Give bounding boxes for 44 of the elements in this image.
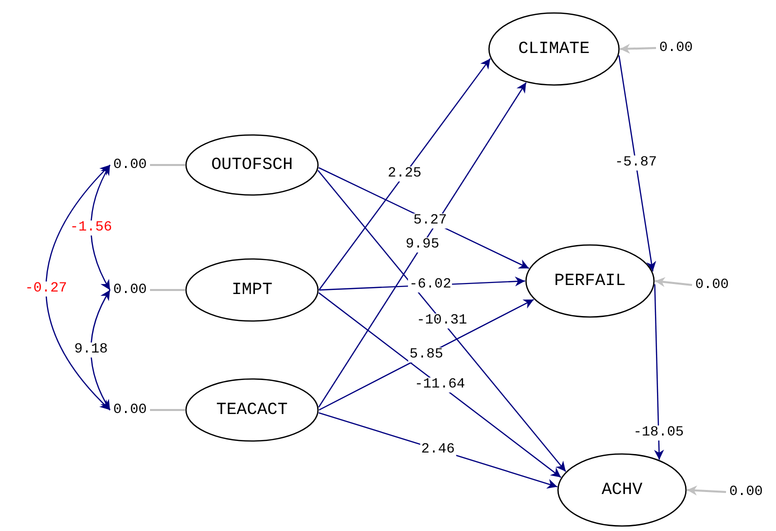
variable-name: PERFAIL <box>554 272 626 290</box>
latent-variable-ellipse <box>525 244 655 318</box>
variance-value: 0.00 <box>110 157 150 173</box>
edge-label: 9.18 <box>73 342 109 358</box>
latent-variable-ellipse <box>185 134 319 196</box>
path-arrow <box>318 58 491 290</box>
connector-line <box>150 289 185 291</box>
variance-value: 0.00 <box>656 40 696 56</box>
variance-value: 0.00 <box>110 402 150 418</box>
variance-value: 0.00 <box>692 277 732 293</box>
edge-label: -10.31 <box>416 313 468 328</box>
edge-label: -6.02 <box>408 278 452 293</box>
edge-label: -1.56 <box>69 220 113 236</box>
path-arrow <box>318 292 562 478</box>
edge-label: 5.85 <box>408 347 444 362</box>
edge-label: -0.27 <box>24 281 68 296</box>
path-arrow <box>618 55 656 272</box>
variable-name: CLIMATE <box>518 40 590 58</box>
latent-variable-ellipse <box>185 258 319 322</box>
variance-value: 0.00 <box>110 282 150 298</box>
latent-variable-ellipse <box>557 453 687 527</box>
edge-label: 9.95 <box>404 237 440 252</box>
variable-name: ACHV <box>602 480 642 500</box>
path-arrow <box>620 44 656 54</box>
latent-variable-ellipse <box>488 12 620 86</box>
path-arrow <box>318 170 566 472</box>
latent-variable-ellipse <box>185 378 319 442</box>
connector-line <box>150 164 185 166</box>
variance-value: 0.00 <box>726 484 766 500</box>
variable-name: TEACACT <box>216 400 288 420</box>
variable-name: IMPT <box>232 280 272 300</box>
edge-label: 2.46 <box>420 442 456 458</box>
covariance-arrow <box>45 164 110 410</box>
path-arrow <box>654 284 664 460</box>
variable-name: OUTOFSCH <box>211 156 293 174</box>
path-arrow <box>686 486 726 496</box>
path-arrow <box>654 277 692 288</box>
path-arrow <box>318 82 527 408</box>
edge-label: -11.64 <box>414 378 466 393</box>
edge-label: 2.25 <box>386 166 422 182</box>
covariance-arrow <box>90 164 111 290</box>
covariance-arrow <box>90 290 111 410</box>
connector-line <box>150 409 185 411</box>
edge-label: 5.27 <box>412 214 448 229</box>
